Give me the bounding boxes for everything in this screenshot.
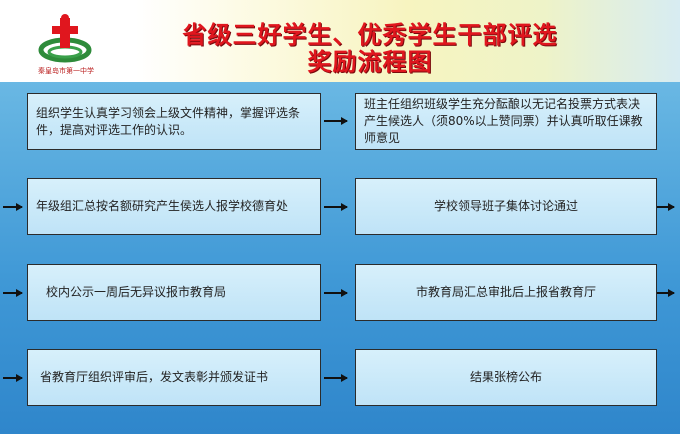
- flow-step-3: 年级组汇总按名额研究产生侯选人报学校德育处: [27, 178, 321, 235]
- flow-step-2: 班主任组织班级学生充分酝酿以无记名投票方式表决产生候选人（须80%以上赞同票）并…: [355, 93, 657, 150]
- school-name: 秦皇岛市第一中学: [38, 67, 94, 75]
- header-banner: 秦皇岛市第一中学 省级三好学生、优秀学生干部评选 奖励流程图: [0, 0, 680, 82]
- flow-step-6: 市教育局汇总审批后上报省教育厅: [355, 264, 657, 321]
- school-emblem-icon: [38, 14, 92, 63]
- page-title: 省级三好学生、优秀学生干部评选 奖励流程图: [100, 22, 640, 76]
- flow-step-7: 省教育厅组织评审后，发文表彰并颁发证书: [27, 349, 321, 406]
- flow-step-5: 校内公示一周后无异议报市教育局: [27, 264, 321, 321]
- flow-step-1: 组织学生认真学习领会上级文件精神，掌握评选条件，提高对评选工作的认识。: [27, 93, 321, 150]
- title-line-1: 省级三好学生、优秀学生干部评选: [182, 21, 558, 49]
- flow-step-8: 结果张榜公布: [355, 349, 657, 406]
- title-line-2: 奖励流程图: [307, 48, 433, 76]
- flow-step-4: 学校领导班子集体讨论通过: [355, 178, 657, 235]
